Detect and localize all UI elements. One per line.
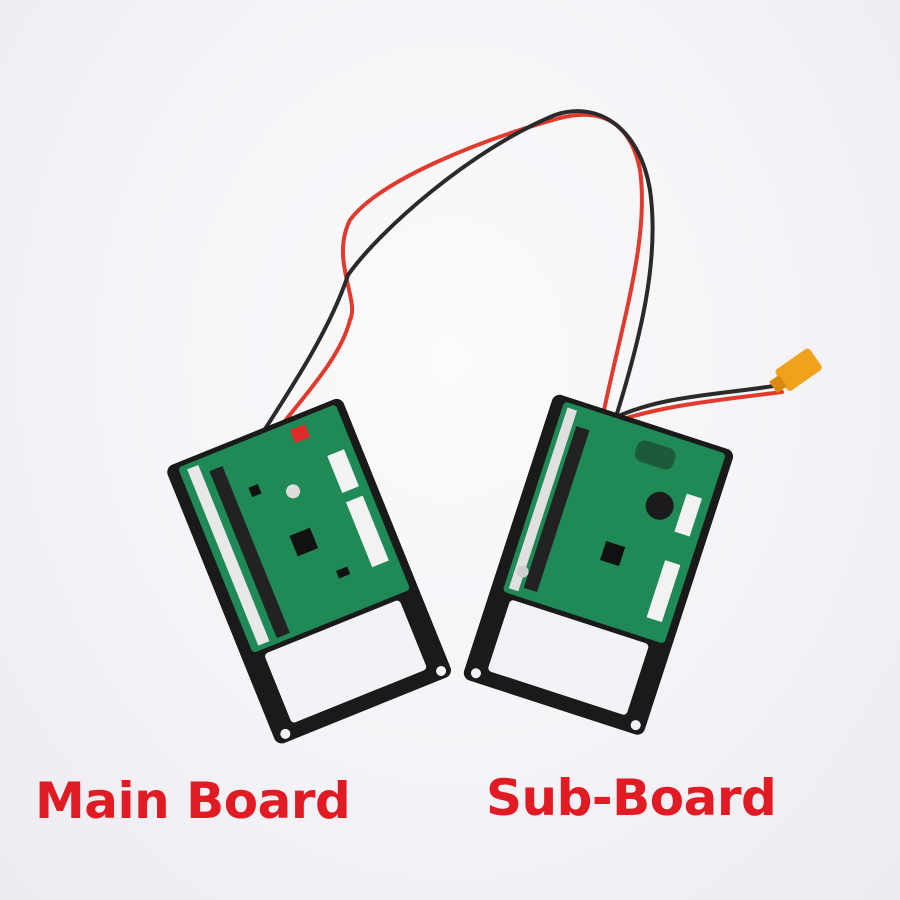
sub-board-label: Sub-Board	[486, 769, 777, 827]
sub-board-illustration	[463, 394, 734, 735]
wires	[256, 109, 784, 442]
main-board-label: Main Board	[35, 772, 351, 830]
xt60-connector-icon	[769, 348, 822, 394]
main-board-illustration	[167, 398, 451, 744]
